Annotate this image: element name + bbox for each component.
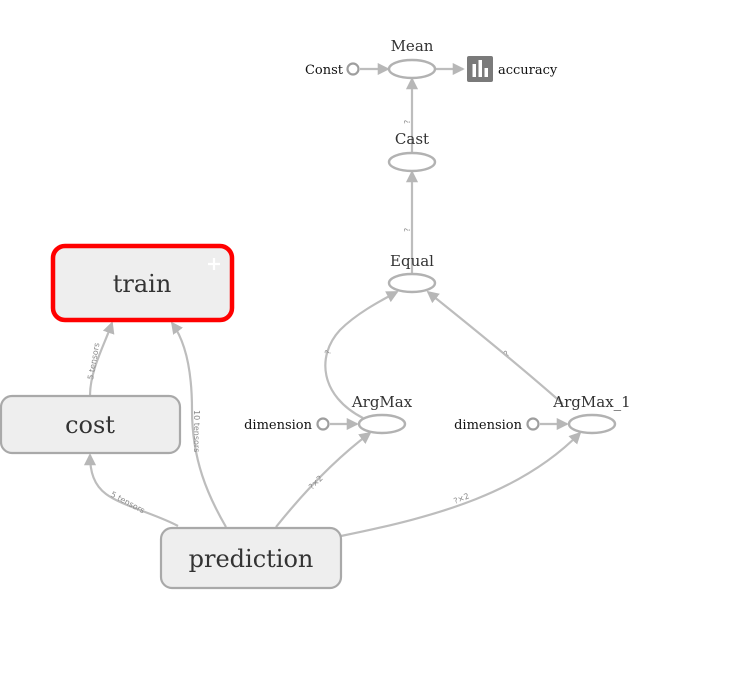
edge-label-cost-to-train: 5 tensors [86, 342, 101, 380]
argmax-label: ArgMax [351, 393, 413, 411]
mean-const-node[interactable]: Const [305, 62, 360, 78]
argmax-dimension-circle[interactable] [316, 417, 330, 431]
mean-const-label: Const [305, 63, 344, 78]
cost-group-node[interactable]: cost [0, 394, 182, 455]
edge-label-cast-to-mean: ? [403, 120, 412, 124]
cost-group-label: cost [65, 411, 115, 439]
edge-argmax-1-to-equal [426, 290, 564, 405]
prediction-group-label: prediction [189, 545, 314, 573]
equal-node[interactable]: Equal [387, 252, 437, 294]
edge-cost-to-train [88, 321, 115, 397]
mean-ellipse[interactable] [387, 58, 437, 80]
edge-label-argmax-to-equal: ? [323, 349, 333, 355]
accuracy-summary-node[interactable]: accuracy [467, 56, 558, 82]
argmax-node[interactable]: ArgMax [351, 393, 413, 435]
edges [83, 62, 582, 538]
mean-label: Mean [391, 37, 434, 55]
train-group-label: train [113, 270, 172, 298]
edge-prediction-to-argmax [275, 431, 372, 528]
edge-prediction-to-argmax-1 [340, 431, 582, 538]
edge-label-prediction-to-cost: 5 tensors [109, 490, 146, 515]
argmax-1-dimension-circle[interactable] [526, 417, 540, 431]
argmax-dimension-label: dimension [244, 418, 313, 433]
edge-argmax-to-equal [324, 291, 399, 419]
edge-label-argmax-1-to-equal: ? [502, 349, 511, 358]
argmax-dimension-node[interactable]: dimension [244, 417, 330, 433]
prediction-group-box[interactable] [159, 526, 343, 590]
edge-label-equal-to-cast: ? [403, 228, 412, 232]
equal-label: Equal [390, 252, 434, 270]
equal-ellipse[interactable] [387, 272, 437, 294]
train-group-box[interactable] [50, 243, 235, 323]
argmax-1-label: ArgMax_1 [552, 393, 630, 411]
argmax-1-dimension-label: dimension [454, 418, 523, 433]
argmax-1-dimension-node[interactable]: dimension [454, 417, 540, 433]
prediction-group-node[interactable]: prediction [159, 526, 343, 590]
train-group-node[interactable]: train [50, 243, 235, 323]
cast-ellipse[interactable] [387, 151, 437, 173]
summary-bar-chart-icon[interactable] [467, 56, 493, 82]
cast-node[interactable]: Cast [387, 130, 437, 173]
cost-group-box[interactable] [0, 394, 182, 455]
expand-plus-icon[interactable] [208, 258, 220, 270]
edge-prediction-to-train [170, 321, 227, 528]
edge-label-prediction-to-train: 10 tensors [192, 410, 201, 452]
edge-prediction-to-cost [83, 453, 179, 527]
mean-const-circle[interactable] [346, 62, 360, 76]
argmax-1-node[interactable]: ArgMax_1 [552, 393, 631, 435]
argmax-1-ellipse[interactable] [567, 413, 617, 435]
argmax-ellipse[interactable] [357, 413, 407, 435]
cast-label: Cast [395, 130, 429, 148]
accuracy-label: accuracy [498, 63, 558, 78]
mean-node[interactable]: Mean [387, 37, 437, 80]
